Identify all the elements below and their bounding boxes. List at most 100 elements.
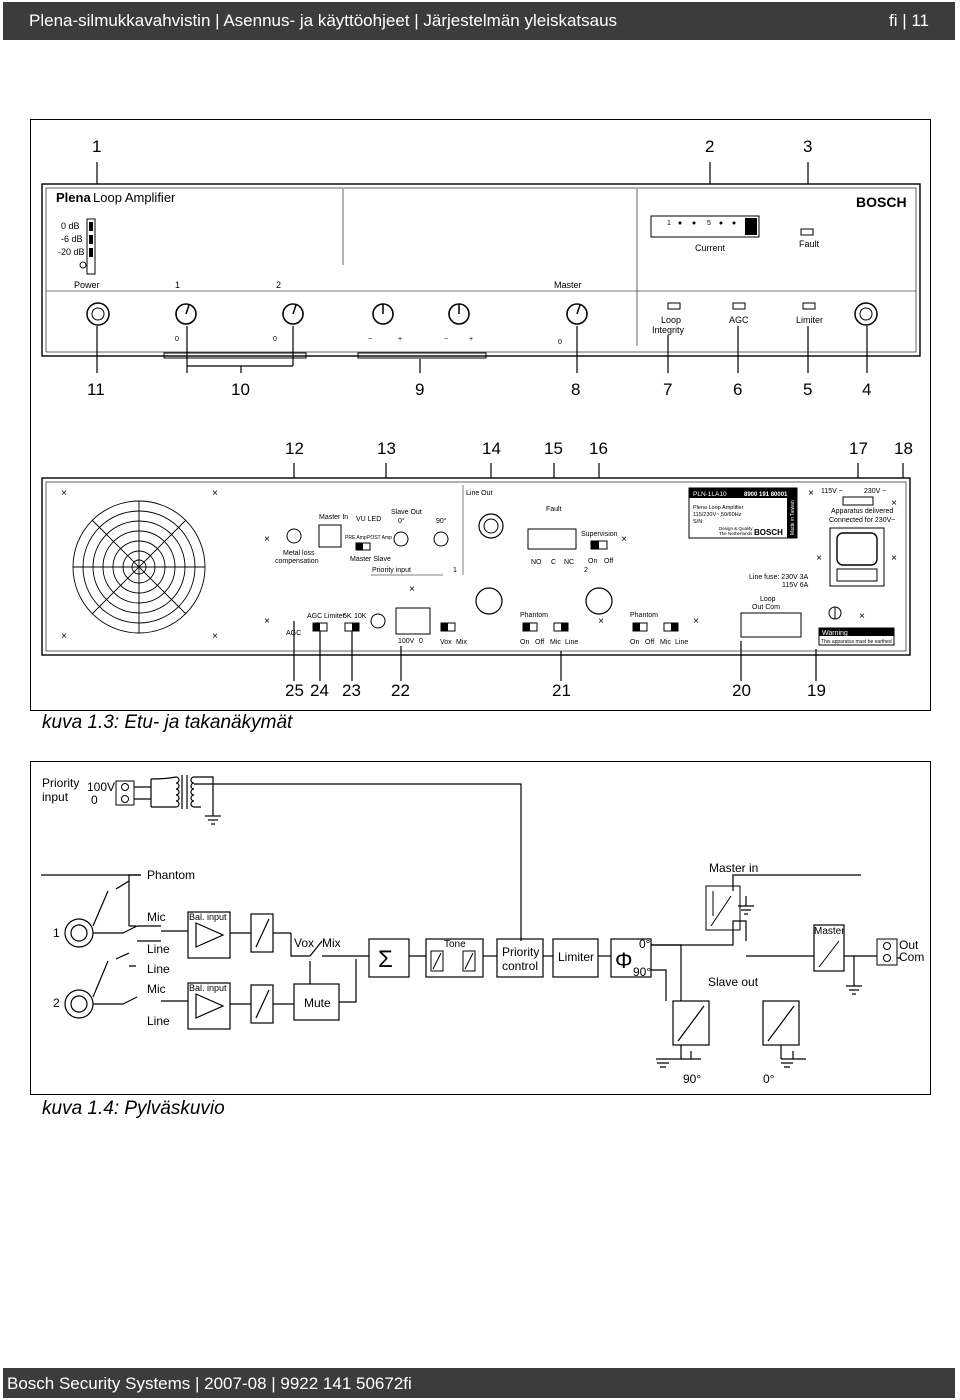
apparatus-2: Connected for 230V~ (829, 517, 895, 524)
mix-label: Mix (456, 639, 467, 646)
bottom-0: 0° (763, 1072, 775, 1086)
svg-text:×: × (264, 534, 270, 545)
priority-control-2: control (502, 959, 538, 973)
svg-text:×: × (61, 631, 67, 642)
ph2-mic: Mic (660, 639, 671, 646)
callout-21: 21 (552, 681, 571, 700)
phantom-label: Phantom (147, 868, 195, 882)
line-fuse-1: Line fuse: 230V 3A (749, 574, 808, 581)
front-callouts-bottom: 11 10 9 8 7 6 5 4 (87, 380, 871, 399)
callout-7: 7 (663, 380, 672, 399)
callout-18: 18 (894, 439, 913, 458)
callout-14: 14 (482, 439, 501, 458)
front-callouts: 1 2 3 (92, 137, 812, 156)
ch2-mic: Mic (147, 982, 166, 996)
mic2-label: 2 (276, 280, 281, 290)
bal-input-blocks (187, 911, 291, 1030)
mute-label: Mute (304, 996, 331, 1010)
relay-no: NO (531, 559, 542, 566)
bosch-logo: BOSCH (856, 194, 907, 210)
ph1-on: On (520, 639, 529, 646)
priority-input-label: Priority input (372, 567, 411, 574)
slave-out-label: Slave out (708, 975, 759, 989)
warning-text: This apparatus must be earthed (821, 639, 892, 645)
header-title: Plena-silmukkavahvistin | Asennus- ja kä… (29, 11, 618, 30)
master-in-label: Master in (709, 861, 758, 875)
svg-text:×: × (621, 534, 627, 545)
mic1-label: 1 (175, 280, 180, 290)
limiter-switch-label: Limiter (324, 613, 346, 620)
sigma-label: Σ (378, 946, 393, 973)
priority-100v: 100V (87, 780, 115, 794)
bal-input-2: Bal. input (189, 983, 227, 993)
ch2-line: Line (147, 1014, 170, 1028)
tone-label: Tone (444, 939, 466, 950)
ch1-line: Line (147, 942, 170, 956)
rear-callouts-bottom: 25 24 23 22 21 20 19 (285, 681, 826, 700)
product-name-bold: Plena (56, 190, 91, 205)
svg-text:×: × (891, 498, 897, 509)
supervision-label: Supervision (581, 531, 618, 538)
figure-front-rear: 1 2 3 Plena Loop Amplifier BOSCH 0 dB -6… (30, 119, 931, 711)
priority-0: 0 (419, 638, 423, 645)
metal-loss-1: Metal loss (283, 550, 315, 557)
svg-text:×: × (598, 616, 604, 627)
master-in-label: Master In (319, 514, 348, 521)
master-slave-label: Master Slave (350, 556, 391, 563)
priority-0: 0 (91, 793, 98, 807)
vox-label: Vox (440, 639, 452, 646)
knob-scale-labels: 0 0 − + − + 0 (175, 336, 562, 346)
svg-text:×: × (212, 631, 218, 642)
label-design-2: The Netherlands (719, 531, 753, 536)
vox-label: Vox (294, 936, 314, 950)
treble-minus: − (444, 336, 448, 343)
ph1-off: Off (535, 639, 544, 646)
callout-5: 5 (803, 380, 812, 399)
page-header: Plena-silmukkavahvistin | Asennus- ja kä… (3, 2, 955, 40)
ch2-line-top: Line (147, 962, 170, 976)
line-out-label: Line Out (466, 490, 493, 497)
callout-10: 10 (231, 380, 250, 399)
page-number: fi | 11 (888, 11, 929, 30)
callout-15: 15 (544, 439, 563, 458)
ch1-mic: Mic (147, 910, 166, 924)
priority-input-2: input (42, 790, 69, 804)
footer-text: Bosch Security Systems | 2007-08 | 9922 … (7, 1374, 412, 1393)
svg-text:×: × (693, 616, 699, 627)
svg-text:×: × (859, 611, 865, 622)
phase-0: 0° (639, 937, 651, 951)
current-scale-5: 5 (707, 220, 711, 227)
callout-16: 16 (589, 439, 608, 458)
bass-plus: + (398, 336, 402, 343)
callout-2: 2 (705, 137, 714, 156)
fault-relay-label: Fault (546, 506, 562, 513)
label-name: Plena Loop Amplifier (693, 505, 744, 511)
phi-label: Φ (615, 948, 633, 973)
supervision-on: On (588, 558, 597, 565)
rear-callouts-top: 12 13 14 15 16 17 18 (285, 439, 913, 458)
slave-out-0: 0° (398, 517, 405, 525)
page-footer: Bosch Security Systems | 2007-08 | 9922 … (3, 1368, 955, 1398)
apparatus-1: Apparatus delivered (831, 508, 893, 515)
priority-input-1: Priority (42, 776, 79, 790)
svg-text:×: × (891, 553, 897, 564)
knob1-zero: 0 (175, 336, 179, 343)
svg-text:×: × (61, 488, 67, 499)
loop-outcom: Out Com (752, 604, 780, 611)
pre-amp-label: PRE Amp (345, 535, 367, 541)
callout-12: 12 (285, 439, 304, 458)
vu-20db: -20 dB (58, 247, 85, 257)
svg-text:×: × (212, 488, 218, 499)
callout-8: 8 (571, 380, 580, 399)
agc-switch-label: AGC (307, 613, 322, 620)
current-scale-10: 10 (747, 220, 755, 227)
vu-led-label: VU LED (356, 516, 381, 523)
screws: ×× ×× ×× ×× ×× ×× ×× × (61, 488, 897, 642)
master-label: Master (814, 926, 845, 937)
callout-17: 17 (849, 439, 868, 458)
callout-24: 24 (310, 681, 329, 700)
callout-20: 20 (732, 681, 751, 700)
callout-4: 4 (862, 380, 871, 399)
svg-text:×: × (264, 616, 270, 627)
vu-0db: 0 dB (61, 221, 80, 231)
